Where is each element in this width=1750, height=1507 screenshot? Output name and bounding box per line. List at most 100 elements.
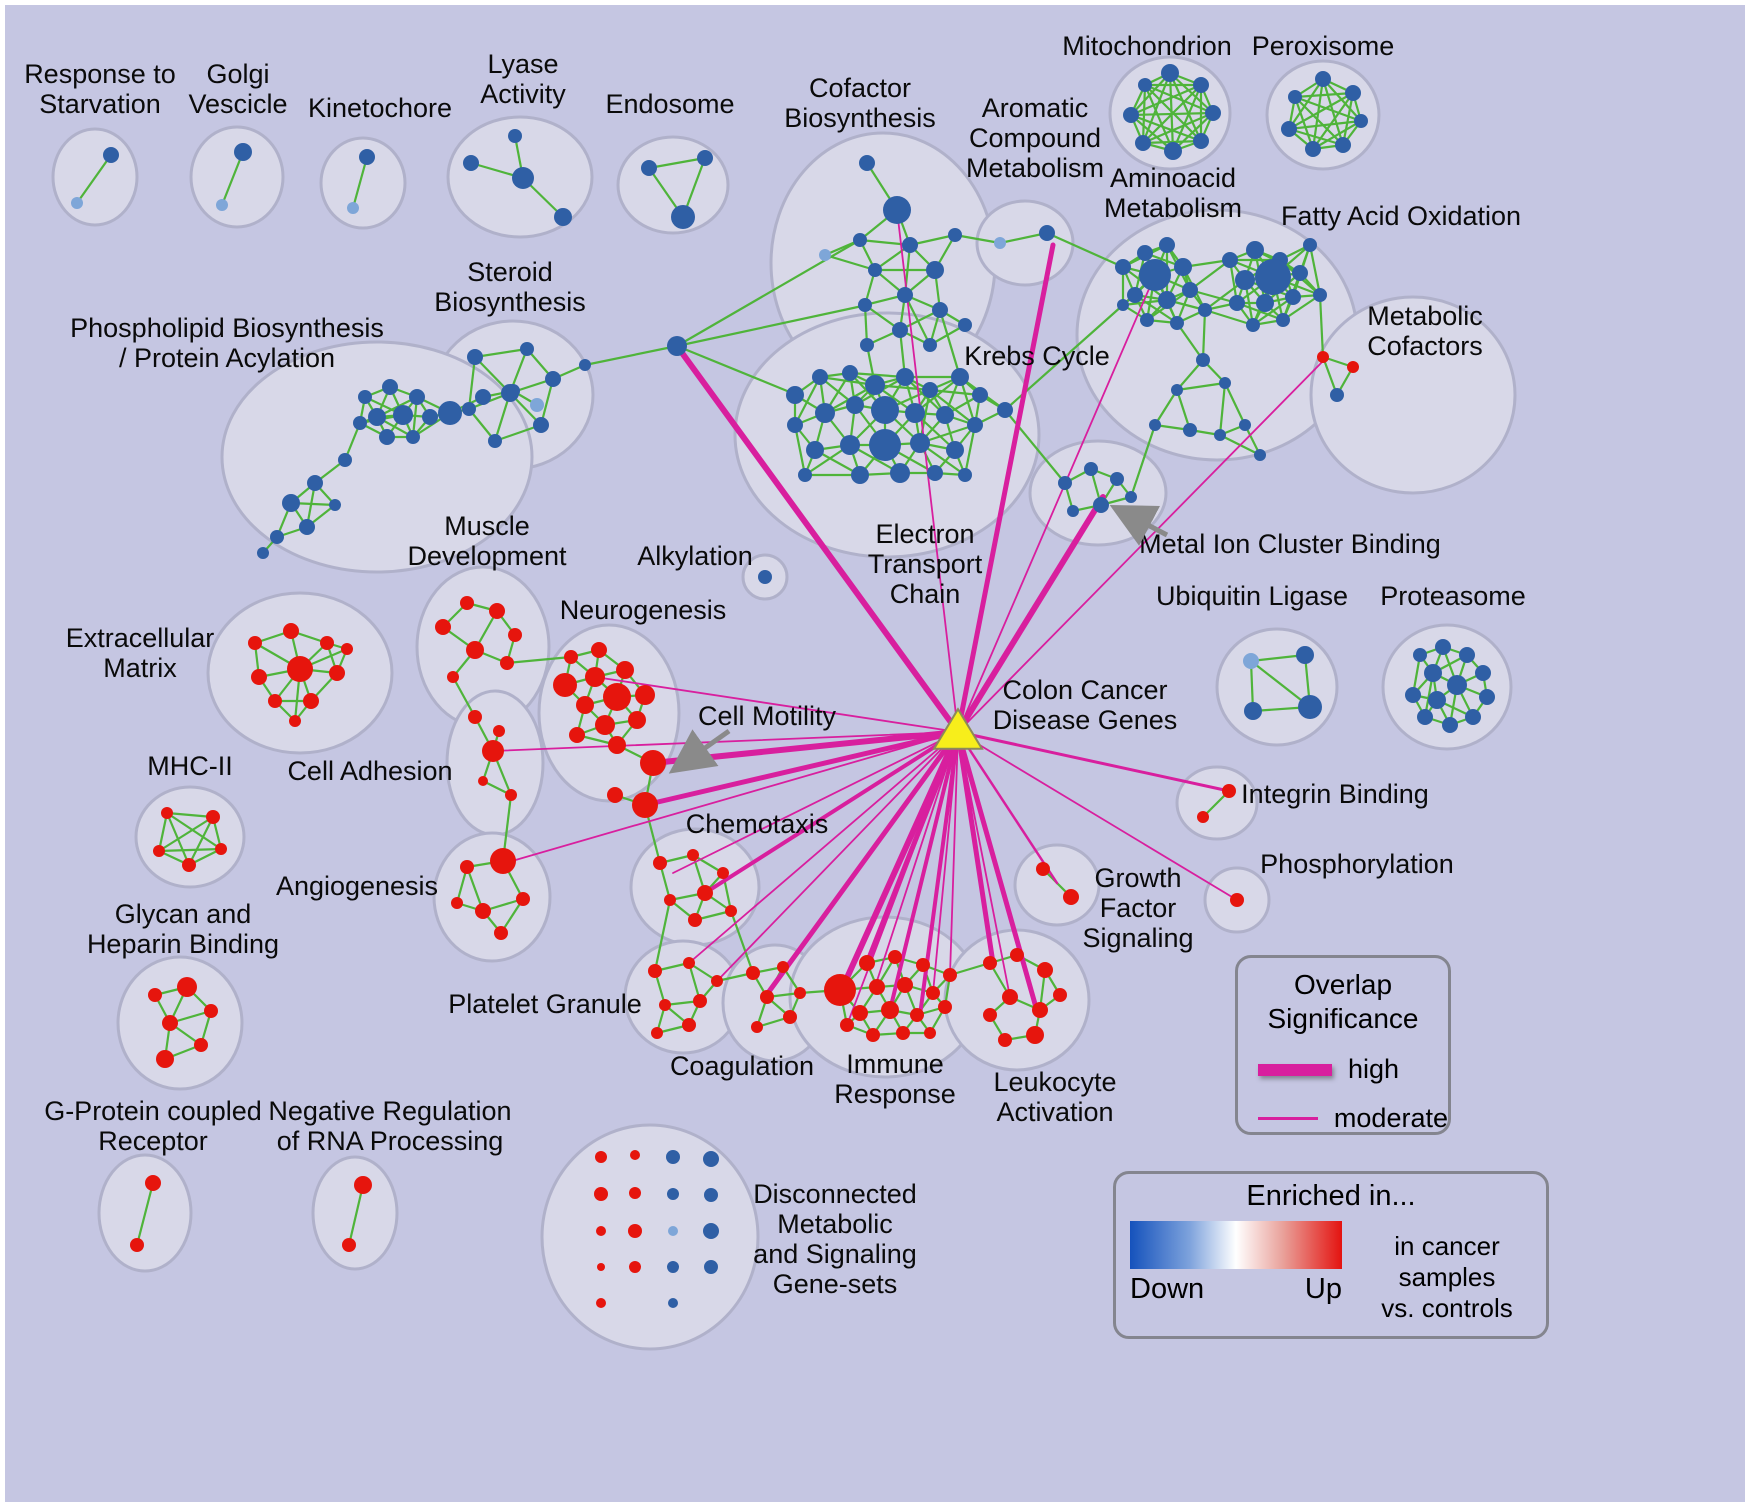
node-muscle-development-2 xyxy=(489,603,505,619)
node-disconnected-gene-sets-12 xyxy=(704,1188,718,1202)
green-link-edge xyxy=(653,899,672,972)
node-phospholipid-protein-acylation-12 xyxy=(299,519,315,535)
node-chemotaxis-6 xyxy=(725,905,737,917)
node-glycan-heparin-binding-0 xyxy=(148,988,162,1002)
green-edge xyxy=(1175,389,1192,431)
node-immune-response-7 xyxy=(926,986,940,1000)
green-link-edge xyxy=(938,309,962,378)
green-edge xyxy=(76,154,112,204)
node-muscle-development-1 xyxy=(460,596,474,610)
node-immune-response-10 xyxy=(910,1008,924,1022)
node-endosome-0 xyxy=(641,160,657,176)
overlap-edge xyxy=(672,731,959,874)
cluster-ellipse-cell-adhesion xyxy=(445,689,545,837)
cluster-label-fatty-acid-oxidation-label: Fatty Acid Oxidation xyxy=(1281,201,1521,231)
overlap-edge xyxy=(688,731,959,964)
node-aminoacid-fatty-acid-0 xyxy=(1115,259,1131,275)
node-platelet-granule-6 xyxy=(651,1027,663,1039)
overlap-edge xyxy=(957,731,1238,901)
node-electron-transport-chain-15 xyxy=(967,417,983,433)
node-immune-response-15 xyxy=(840,1018,854,1032)
node-disconnected-gene-sets-4 xyxy=(596,1226,606,1236)
node-g-protein-coupled-receptor-1 xyxy=(130,1238,144,1252)
node-phospholipid-protein-acylation-16 xyxy=(438,401,462,425)
overlap-edge xyxy=(956,730,1059,885)
node-muscle-development-4 xyxy=(466,641,484,659)
legend-overlap: Overlap Significance high moderate xyxy=(1235,955,1451,1135)
green-link-edge xyxy=(954,233,1001,245)
node-disconnected-gene-sets-14 xyxy=(703,1223,719,1239)
cluster-label-ubiquitin-ligase: Ubiquitin Ligase xyxy=(1156,581,1348,611)
node-cell-adhesion-0 xyxy=(468,710,482,724)
node-steroid-biosynthesis-2 xyxy=(545,371,561,387)
node-cofactor-biosynthesis-12 xyxy=(948,228,962,242)
high-significance-line-swatch xyxy=(1258,1063,1332,1076)
legend-enriched-body: Down Up in cancer samples vs. controls xyxy=(1130,1221,1532,1324)
cluster-label-phosphorylation: Phosphorylation xyxy=(1260,849,1454,879)
node-peroxisome-6 xyxy=(1288,90,1302,104)
legend-overlap-moderate-row: moderate xyxy=(1258,1103,1448,1134)
node-mitochondrion-2 xyxy=(1205,105,1221,121)
node-cofactor-biosynthesis-14 xyxy=(819,249,831,261)
node-immune-response-0 xyxy=(824,974,856,1006)
node-disconnected-gene-sets-2 xyxy=(594,1187,608,1201)
node-mhc-ii-1 xyxy=(206,810,220,824)
node-aminoacid-fatty-acid-27 xyxy=(1171,384,1183,396)
green-edge xyxy=(1312,92,1354,150)
node-g-protein-coupled-receptor-0 xyxy=(145,1175,161,1191)
node-electron-transport-chain-1 xyxy=(812,369,828,385)
cluster-label-coagulation: Coagulation xyxy=(670,1051,814,1081)
green-edge xyxy=(1312,120,1362,150)
node-electron-transport-chain-14 xyxy=(936,406,954,424)
node-phospholipid-protein-acylation-2 xyxy=(409,389,425,405)
green-edge xyxy=(1294,95,1362,123)
node-electron-transport-chain-25 xyxy=(958,468,972,482)
node-negative-regulation-rna-processing-1 xyxy=(342,1238,356,1252)
cluster-ellipse-chemotaxis xyxy=(629,827,761,947)
node-electron-transport-chain-5 xyxy=(922,382,938,398)
node-electron-transport-chain-16 xyxy=(806,441,824,459)
node-leukocyte-activation-1 xyxy=(1010,948,1024,962)
node-platelet-granule-0 xyxy=(648,964,662,978)
node-proteasome-9 xyxy=(1424,664,1442,682)
node-coagulation-1 xyxy=(777,961,789,973)
node-disconnected-gene-sets-16 xyxy=(704,1260,718,1274)
cluster-label-phospholipid-protein-acylation: Phospholipid Biosynthesis/ Protein Acyla… xyxy=(70,313,384,373)
green-edge xyxy=(1250,660,1311,708)
node-immune-response-3 xyxy=(916,958,930,972)
node-phospholipid-protein-acylation-19 xyxy=(530,398,544,412)
node-aminoacid-fatty-acid-23 xyxy=(1303,238,1317,252)
node-disconnected-gene-sets-5 xyxy=(628,1224,642,1238)
node-aminoacid-fatty-acid-26 xyxy=(1219,377,1231,389)
node-proteasome-0 xyxy=(1413,648,1427,662)
node-aminoacid-fatty-acid-19 xyxy=(1256,294,1274,312)
overlap-edge xyxy=(888,730,960,1012)
node-disconnected-gene-sets-9 xyxy=(666,1150,680,1164)
node-glycan-heparin-binding-3 xyxy=(162,1015,178,1031)
node-aromatic-compound-metabolism-1 xyxy=(1039,225,1055,241)
node-electron-transport-chain-12 xyxy=(871,396,899,424)
node-electron-transport-chain-6 xyxy=(951,368,969,386)
node-aminoacid-fatty-acid-6 xyxy=(1158,291,1176,309)
node-angiogenesis-2 xyxy=(516,892,530,906)
node-disconnected-gene-sets-6 xyxy=(597,1263,605,1271)
overlap-edge xyxy=(504,731,959,864)
node-lyase-activity-2 xyxy=(512,167,534,189)
cluster-label-chemotaxis: Chemotaxis xyxy=(686,809,829,839)
overlap-edge xyxy=(957,274,1156,733)
node-neurogenesis-10 xyxy=(569,727,585,743)
green-link-edge xyxy=(676,344,798,397)
node-golgi-vescicle-0 xyxy=(234,143,252,161)
cluster-label-kinetochore: Kinetochore xyxy=(308,93,452,123)
overlap-edge xyxy=(949,731,959,976)
overlap-edge xyxy=(955,729,1040,1014)
green-edge xyxy=(648,156,706,170)
node-aminoacid-fatty-acid-30 xyxy=(1214,429,1226,441)
node-disconnected-gene-sets-7 xyxy=(629,1261,641,1273)
node-disconnected-gene-sets-8 xyxy=(596,1298,606,1308)
overlap-edge xyxy=(957,731,1011,998)
